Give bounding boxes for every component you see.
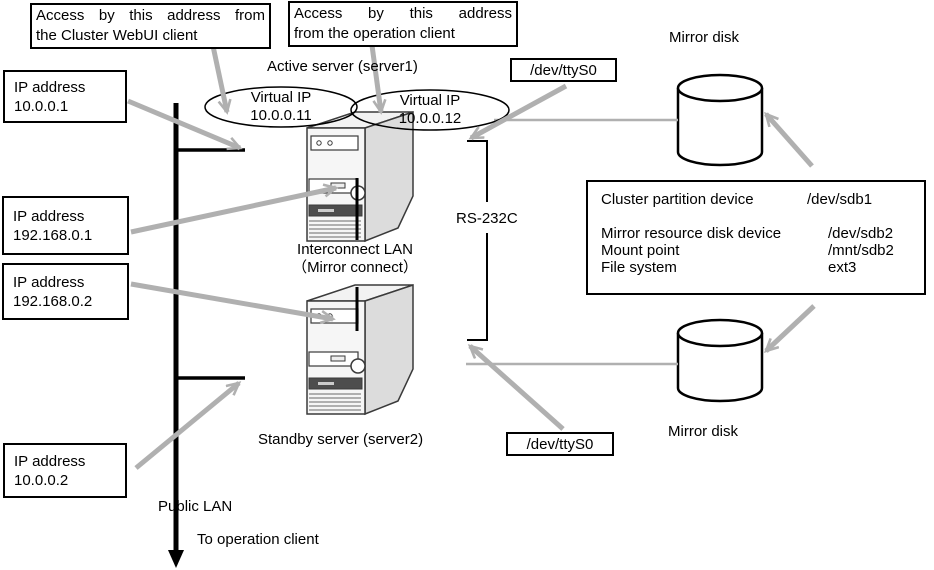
callout-operation-access: Access by this address from the operatio… [288,1,518,47]
ip-box-1-title: IP address [14,78,86,96]
public-lan-label: Public LAN [158,498,233,515]
storage-info-label: File system [601,259,677,276]
rs232c-bracket [467,140,488,341]
to-operation-client-label: To operation client [197,531,319,548]
storage-info-value: /mnt/sdb2 [828,242,894,259]
storage-info-spacer [601,208,924,225]
virtual-ip-1: Virtual IP 10.0.0.11 [205,89,357,125]
virtual-ip-1-title: Virtual IP [250,89,312,106]
storage-info-label: Cluster partition device [601,191,754,208]
serial-device-box-bottom: /dev/ttyS0 [506,432,614,456]
serial-device-box-top: /dev/ttyS0 [510,58,617,82]
virtual-ip-ellipses [204,86,510,131]
ip-box-3-address: 192.168.0.2 [13,292,93,310]
storage-info-row: File system ext3 [601,259,924,276]
pointer-arrows [127,37,816,470]
ip-box-2-address: 192.168.0.1 [13,226,93,244]
ip-box-3-title: IP address [13,273,85,291]
standby-server-icon [306,284,414,415]
ip-box-4-title: IP address [14,452,86,470]
ip-box-1-address: 10.0.0.1 [14,97,69,115]
interconnect-label-line1: Interconnect LAN [297,241,413,258]
rs232c-label: RS-232C [456,210,518,227]
storage-info-row: Cluster partition device/dev/sdb1 [601,191,924,208]
active-server-label: Active server (server1) [267,58,418,75]
virtual-ip-1-address: 10.0.0.11 [250,107,312,124]
disk-connection-lines [466,118,678,366]
virtual-ip-2-title: Virtual IP [399,92,461,109]
mirror-disk-top-icon [676,73,764,167]
mirror-disk-bottom-icon [676,318,764,403]
callout-webui-line2: the Cluster WebUI client [36,27,198,44]
mirror-disk-top-label: Mirror disk [669,29,739,46]
virtual-ip-2: Virtual IP 10.0.0.12 [353,92,507,128]
storage-info-row: Mount point/mnt/sdb2 [601,242,924,259]
ip-box-192-168-0-1: IP address 192.168.0.1 [2,196,129,255]
ip-box-4-address: 10.0.0.2 [14,471,69,489]
storage-info-label: Mirror resource disk device [601,225,782,242]
ip-box-192-168-0-2: IP address 192.168.0.2 [2,263,129,320]
storage-info-value: /dev/sdb2 [828,225,894,242]
public-lan-line [168,103,245,568]
ip-box-10-0-0-2: IP address 10.0.0.2 [3,443,127,498]
callout-webui-line1: Access by this address from [36,7,265,24]
mirror-disk-bottom-label: Mirror disk [668,423,738,440]
active-server-icon [306,111,414,242]
callout-operation-line1: Access by this address [294,5,512,22]
interconnect-label: Interconnect LAN （Mirror connect） [267,241,443,277]
ip-box-10-0-0-1: IP address 10.0.0.1 [3,70,127,123]
ip-box-2-title: IP address [13,207,85,225]
storage-info-value: /dev/sdb1 [807,191,873,208]
callout-operation-line2: from the operation client [294,25,455,42]
storage-info-label: Mount point [601,242,680,259]
storage-info-value: ext3 [828,259,857,276]
callout-webui-access: Access by this address from the Cluster … [30,3,271,49]
storage-info-row: Mirror resource disk device/dev/sdb2 [601,225,924,242]
storage-info-box: Cluster partition device/dev/sdb1 Mirror… [586,180,926,295]
standby-server-label: Standby server (server2) [258,431,424,448]
virtual-ip-2-address: 10.0.0.12 [398,110,462,127]
interconnect-label-line2: （Mirror connect） [292,259,418,276]
